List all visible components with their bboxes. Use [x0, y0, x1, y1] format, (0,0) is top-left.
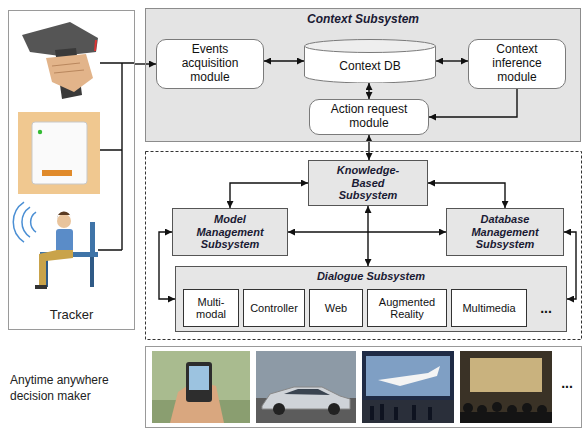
box-label: Database Management Subsystem	[465, 213, 545, 251]
cinema-photo	[460, 351, 552, 423]
airport-window	[366, 356, 450, 396]
interface-box: Multi-modal	[183, 289, 239, 327]
bench-back	[90, 222, 95, 255]
person-head	[57, 214, 71, 228]
photo-ground	[362, 351, 454, 423]
pda-screen	[189, 366, 209, 390]
connector-arrow	[428, 183, 505, 208]
photo-ground	[256, 351, 356, 423]
connector-arrow	[264, 60, 304, 61]
module-box: Context inference module	[468, 39, 566, 89]
finger-lines	[52, 63, 84, 73]
cinema-screen	[470, 358, 542, 392]
interface-box: Controller	[243, 289, 305, 327]
dashed-boundary	[146, 152, 582, 340]
person-shirt	[56, 229, 73, 253]
rfid-reader-picture	[18, 112, 100, 194]
hand	[46, 54, 93, 92]
box-label: Action request module	[328, 103, 410, 131]
box-label: Augmented Reality	[376, 296, 438, 320]
people	[372, 404, 430, 420]
subsystem-box: Model Management Subsystem	[172, 208, 288, 256]
module-box: Action request module	[309, 99, 429, 135]
database-cylinder: Context DB	[304, 39, 436, 83]
subsystem-box: Database Management Subsystem	[446, 208, 564, 256]
side-note: Anytime anywhere decision maker	[10, 368, 122, 410]
ellipsis: ...	[532, 289, 560, 327]
signal-waves	[13, 202, 36, 242]
car-wheel	[273, 403, 285, 415]
bench-leg	[90, 257, 94, 287]
box-label: Model Management Subsystem	[190, 213, 270, 251]
barcode-scanner-picture	[22, 22, 98, 99]
box-label: Context Subsystem	[146, 9, 580, 26]
reader-logo	[42, 170, 72, 176]
scanner-window	[95, 40, 96, 51]
subsystem-panel: Context SubsystemEvents acquisition modu…	[145, 8, 581, 142]
connector-arrow	[436, 60, 468, 61]
photo-strip	[146, 347, 582, 428]
airplane	[378, 366, 440, 386]
subsystem-box: Knowledge-Based Subsystem	[308, 160, 428, 206]
car-window	[284, 389, 330, 395]
tracker-panel: Tracker	[8, 10, 135, 330]
audience	[460, 402, 552, 423]
free-label: ...	[561, 375, 573, 391]
module-box: Events acquisition module	[156, 39, 264, 89]
connector-arrow	[288, 231, 446, 232]
box-label: Web	[325, 302, 347, 314]
photo-ground	[152, 351, 250, 423]
head	[463, 403, 473, 413]
person-legs	[39, 250, 73, 286]
box-label: Events acquisition module	[174, 43, 246, 84]
person-on-bench-picture	[13, 202, 98, 289]
free-label: Anytime anywhere decision maker	[10, 373, 122, 404]
crowd	[460, 412, 552, 423]
box-label: Tracker	[50, 307, 94, 322]
connector-arrow	[367, 206, 368, 266]
person-hair	[57, 211, 71, 219]
connector-arrow	[230, 183, 308, 208]
box-label: Multimedia	[462, 302, 515, 314]
ellipsis: ...	[554, 372, 580, 394]
person-shoe	[35, 285, 47, 289]
tracker-bus-wire	[98, 63, 135, 250]
reader-case	[32, 122, 87, 184]
floor	[362, 400, 454, 423]
box-label: Dialogue Subsystem	[176, 267, 566, 282]
box-label: Knowledge-Based Subsystem	[329, 164, 407, 202]
connector-arrow	[429, 89, 517, 117]
pda-in-hand-photo	[152, 351, 250, 423]
interface-box: Augmented Reality	[367, 289, 447, 327]
box-label: Controller	[250, 302, 298, 314]
status-led	[38, 130, 42, 134]
head	[492, 402, 502, 412]
airport-photo	[362, 351, 454, 423]
car-wheel	[328, 403, 340, 415]
free-label: ...	[540, 300, 552, 316]
interface-box: Multimedia	[451, 289, 527, 327]
box-label: Multi-modal	[186, 296, 236, 320]
connector-arrow	[368, 83, 369, 99]
photo-ground	[460, 351, 552, 423]
head	[522, 403, 532, 413]
connector-arrow	[368, 135, 369, 160]
photo-ground	[18, 112, 100, 194]
box-label: Context inference module	[484, 43, 550, 84]
subsystem-panel: Dialogue SubsystemMulti-modal Controller W…	[175, 266, 567, 332]
panel-ground	[145, 8, 581, 142]
box-label: Context DB	[339, 60, 400, 74]
pda-device	[186, 362, 212, 402]
cylinder-top	[305, 40, 436, 53]
car-photo	[256, 351, 356, 423]
interface-box: Web	[309, 289, 363, 327]
